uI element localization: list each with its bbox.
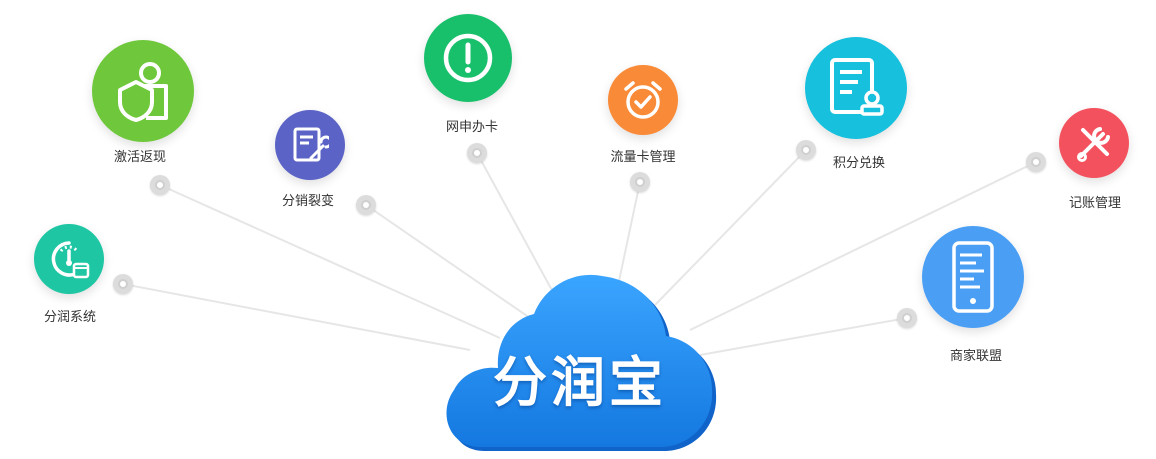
alarm-check-icon [624, 81, 662, 119]
feature-jizhang[interactable] [1059, 108, 1129, 178]
connector-dot-fenxiao [356, 195, 376, 215]
connector-fenxiao [365, 204, 531, 319]
feature-label-fenxiao: 分销裂变 [281, 194, 335, 209]
feature-label-liuliang: 流量卡管理 [610, 150, 676, 165]
feature-label-shangjia: 商家联盟 [949, 349, 1003, 364]
connector-dot-wangshen [467, 143, 487, 163]
connector-wangshen [476, 152, 561, 306]
shield-user-icon [118, 62, 168, 122]
feature-label-jihuo: 激活返现 [113, 150, 167, 165]
feature-label-jifen: 积分兑换 [832, 156, 886, 171]
connector-jihuo [159, 184, 501, 339]
connector-jizhang [689, 161, 1037, 331]
feature-label-wangshen: 网申办卡 [445, 120, 499, 135]
phone-icon [952, 241, 994, 313]
document-wrench-icon [293, 127, 329, 162]
feature-wangshen[interactable] [424, 14, 512, 102]
feature-jihuo[interactable] [92, 40, 194, 142]
tools-icon [1077, 127, 1110, 162]
center-title: 分润宝 [493, 350, 667, 414]
connector-shangjia [699, 317, 908, 356]
connector-dot-jifen [796, 140, 816, 160]
cloud-icon [446, 274, 717, 451]
feature-shangjia[interactable] [922, 226, 1024, 328]
connector-jifen [654, 149, 807, 306]
connector-dot-jizhang [1026, 152, 1046, 172]
feature-fenrun[interactable] [34, 224, 104, 294]
connector-fenrun [122, 283, 471, 351]
connector-dot-shangjia [897, 308, 917, 328]
certificate-stamp-icon [830, 58, 884, 116]
connector-dot-liuliang [630, 172, 650, 192]
gauge-calendar-icon [51, 241, 90, 279]
feature-jifen[interactable] [805, 37, 907, 139]
alert-icon [443, 33, 493, 83]
feature-label-jizhang: 记账管理 [1068, 196, 1122, 211]
feature-label-fenrun: 分润系统 [43, 310, 97, 325]
feature-liuliang[interactable] [608, 65, 678, 135]
connector-dot-fenrun [113, 274, 133, 294]
feature-fenxiao[interactable] [275, 110, 345, 180]
connector-dot-jihuo [150, 175, 170, 195]
